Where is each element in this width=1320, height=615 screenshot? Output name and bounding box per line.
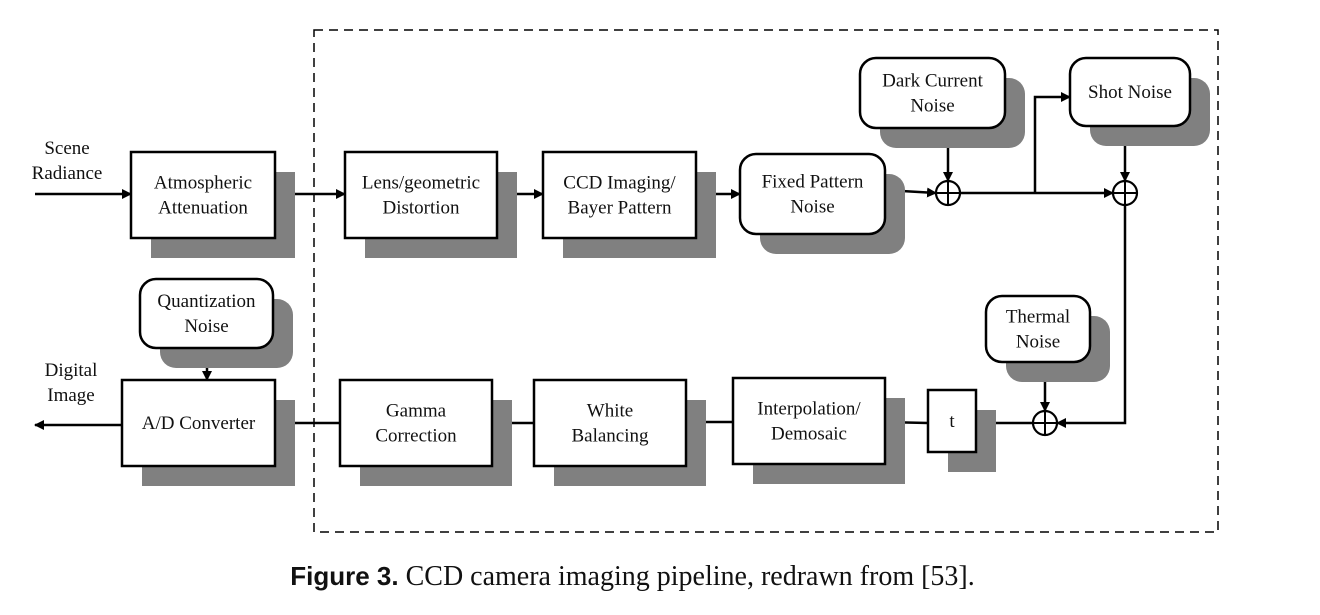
lens-label: Lens/geometric: [362, 173, 480, 194]
edge-sum-dark-current-to-shot-noise: [1033, 92, 1071, 193]
scene-radiance-label: Radiance: [32, 163, 103, 184]
dark-current-label: Noise: [910, 96, 954, 117]
ad-converter-label: A/D Converter: [142, 413, 256, 434]
thermal-label: Thermal: [1006, 307, 1070, 328]
ccd-block: CCD Imaging/Bayer Pattern: [541, 150, 698, 240]
ccd-label: Bayer Pattern: [568, 198, 672, 219]
lens-label: Distortion: [382, 198, 460, 219]
camera-boundary: [313, 29, 1219, 533]
ad-converter-block: A/D Converter: [120, 378, 277, 468]
t-label: t: [949, 411, 955, 432]
gamma-label: Correction: [375, 426, 457, 447]
quantization-label: Quantization: [157, 291, 256, 312]
atmospheric-label: Atmospheric: [154, 173, 252, 194]
sum-dark-current-junction: [934, 179, 962, 207]
sum-shot-noise-junction: [1111, 179, 1139, 207]
fixed-pattern-label: Fixed Pattern: [762, 172, 864, 193]
white-balancing-label: Balancing: [571, 426, 649, 447]
white-balancing-label: White: [587, 401, 633, 422]
interpolation-label: Interpolation/: [757, 399, 861, 420]
interpolation-block: Interpolation/Demosaic: [731, 376, 887, 466]
ccd-label: CCD Imaging/: [563, 173, 676, 194]
digital-image-label: Digital: [45, 360, 98, 381]
quantization-label: Noise: [184, 316, 228, 337]
caption-text: CCD camera imaging pipeline, redrawn fro…: [398, 561, 975, 592]
fixed-pattern-label: Noise: [790, 197, 834, 218]
digital-image-label: Image: [47, 385, 94, 406]
edge-sum-shot-noise-to-sum-thermal: [1056, 205, 1127, 428]
shot-noise-block: Shot Noise: [1068, 56, 1192, 128]
sum-thermal-junction: [1031, 409, 1059, 437]
figure-caption: Figure 3. CCD camera imaging pipeline, r…: [0, 561, 1265, 593]
thermal-label: Noise: [1016, 332, 1060, 353]
shot-noise-label: Shot Noise: [1088, 82, 1172, 103]
interpolation-label: Demosaic: [771, 424, 847, 445]
t-block: t: [926, 388, 978, 454]
dark-current-label: Dark Current: [882, 71, 983, 92]
caption-label: Figure 3.: [290, 561, 399, 591]
atmospheric-label: Attenuation: [158, 198, 248, 219]
gamma-label: Gamma: [386, 401, 447, 422]
scene-radiance-label: Scene: [44, 138, 89, 159]
